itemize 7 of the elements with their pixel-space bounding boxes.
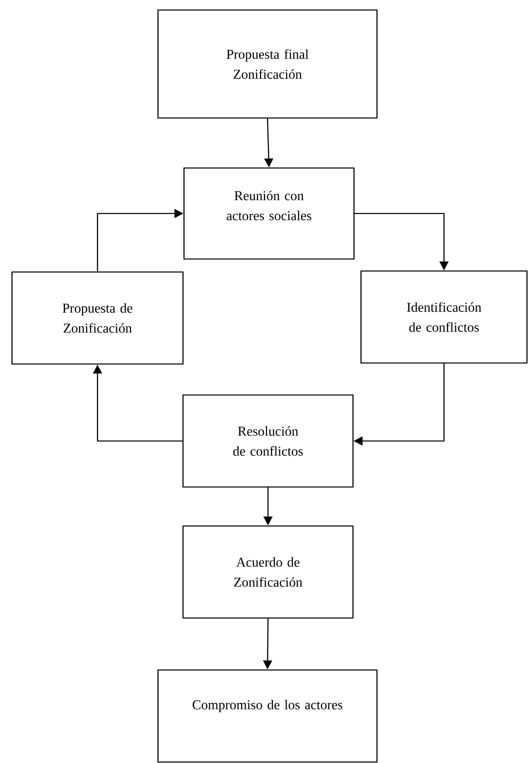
process-box: Resolución de conflictos xyxy=(182,394,354,488)
process-box: Propuesta final Zonificación xyxy=(157,9,378,119)
process-box: Propuesta de Zonificación xyxy=(11,271,184,365)
process-box: Identificación de conflictos xyxy=(360,270,528,364)
process-box: Compromiso de los actores xyxy=(157,669,378,763)
process-box: Reunión con actores sociales xyxy=(183,167,355,260)
process-box: Acuerdo de Zonificación xyxy=(182,525,354,619)
